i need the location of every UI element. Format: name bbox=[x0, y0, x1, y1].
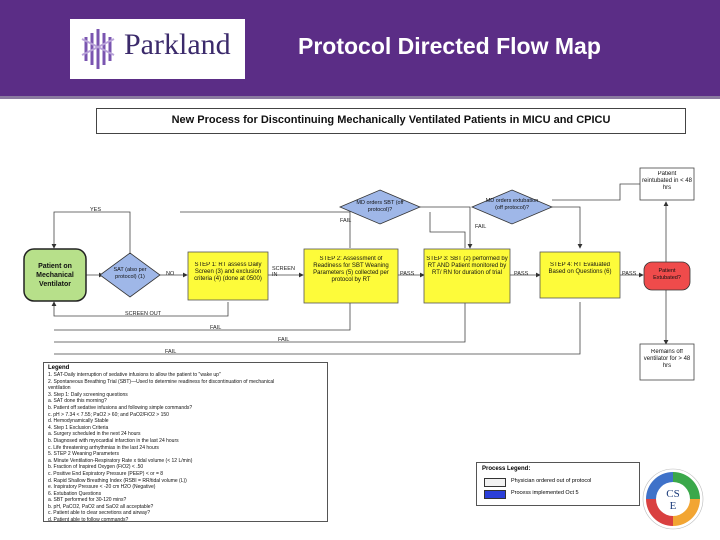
extubated-text: Patient Extubated? bbox=[653, 268, 681, 281]
connector-fail-top bbox=[180, 211, 351, 248]
swatch-implemented bbox=[484, 490, 506, 499]
reintubated-node bbox=[639, 167, 695, 201]
label-fail-3: FAIL bbox=[165, 349, 177, 355]
label-pass-3: PASS bbox=[622, 271, 637, 277]
legend-line: a. SAT done this morning? bbox=[48, 398, 107, 405]
process-legend-item-2: Process implemented Oct 5 bbox=[511, 490, 579, 496]
md-sbt-text: MD orders SBT (off protocol)? bbox=[356, 200, 404, 213]
remains-node bbox=[639, 343, 695, 381]
step1-text: STEP 1: RT assess Daily Screen (3) and e… bbox=[194, 262, 262, 282]
legend-line: d. Patient able to follow commands? bbox=[48, 517, 129, 522]
connector-screen-out bbox=[51, 301, 229, 317]
sat-text: SAT (also per protocol) (1) bbox=[113, 267, 147, 280]
svg-text:CS: CS bbox=[666, 488, 679, 500]
parkland-logo-icon bbox=[81, 29, 115, 69]
step4-text: STEP 4: RT Evaluated Based on Questions … bbox=[548, 262, 612, 275]
sat-diamond bbox=[99, 252, 161, 298]
legend-line: 1. SAT-Daily interruption of sedative in… bbox=[48, 372, 221, 378]
slide-title: Protocol Directed Flow Map bbox=[298, 33, 601, 59]
md-extub-diamond bbox=[470, 189, 554, 225]
svg-text:E: E bbox=[670, 500, 677, 512]
header-divider bbox=[0, 96, 720, 99]
legend-line: c. Life threatening arrhythmias in the l… bbox=[48, 444, 159, 451]
step2-text: STEP 2: Assessment of Readiness for SBT … bbox=[313, 256, 389, 283]
legend-line: b. Diagnosed with myocardial infarction … bbox=[48, 437, 179, 444]
label-yes: YES bbox=[90, 207, 102, 213]
parkland-logo: Parkland bbox=[70, 19, 245, 79]
legend-lines: 1. SAT-Daily interruption of sedative in… bbox=[48, 372, 323, 522]
process-title: New Process for Discontinuing Mechanical… bbox=[96, 108, 686, 134]
legend-line: 4. Step 1 Exclusion Criteria bbox=[48, 424, 109, 431]
legend-line: ventilation bbox=[48, 385, 71, 392]
step1-node bbox=[187, 251, 269, 301]
process-legend-title: Process Legend: bbox=[482, 466, 531, 472]
label-screen-out: SCREEN OUT bbox=[125, 311, 162, 317]
legend-line: 3. Step 1: Daily screening questions bbox=[48, 391, 128, 398]
legend-line: 6. Extubation Questions bbox=[48, 490, 102, 497]
md-sbt-diamond bbox=[338, 189, 422, 225]
legend-line: c. Patient able to clear secretions and … bbox=[48, 510, 150, 517]
remains-text: Remains off ventilator for > 48 hrs bbox=[643, 349, 691, 369]
reintubated-text: Patient reintubated in < 48 hrs bbox=[642, 171, 692, 191]
legend-line: a. Surgery scheduled in the next 24 hour… bbox=[48, 431, 141, 438]
label-fail-1: FAIL bbox=[210, 325, 222, 331]
legend-box: Legend 1. SAT-Daily interruption of seda… bbox=[43, 362, 328, 522]
legend-line: c. pH > 7.34 < 7.55; PaO2 > 60; and PaO2… bbox=[48, 411, 169, 418]
step4-node bbox=[539, 251, 621, 299]
process-legend: Process Legend: Physician ordered out of… bbox=[476, 462, 640, 506]
legend-title: Legend bbox=[48, 365, 70, 371]
connector-reintub-loop bbox=[552, 183, 640, 201]
legend-line: d. Rapid Shallow Breathing Index (RSBI =… bbox=[48, 477, 187, 484]
label-fail-2: FAIL bbox=[278, 337, 290, 343]
patient-node bbox=[23, 248, 87, 302]
legend-line: a. SBT performed for 30-120 mins? bbox=[48, 497, 127, 504]
connector-md-extub bbox=[552, 206, 583, 249]
extubated-node bbox=[643, 261, 691, 291]
legend-line: 2. Spontaneous Breathing Trial (SBT)—Use… bbox=[48, 378, 275, 385]
legend-line: b. Fraction of Inspired Oxygen (FiO2) < … bbox=[48, 464, 144, 471]
connector-fail-3 bbox=[54, 302, 581, 355]
legend-line: c. Positive End Expiratory Pressure (PEE… bbox=[48, 470, 164, 477]
legend-line: d. Hemodynamically Stable bbox=[48, 418, 109, 425]
label-no: NO bbox=[166, 271, 175, 277]
patient-text: Patient on Mechanical Ventilator bbox=[36, 263, 74, 288]
connector-yes-loop bbox=[51, 211, 131, 262]
cse-badge-icon: CS E bbox=[642, 468, 704, 530]
label-fail-md-extub: FAIL bbox=[475, 224, 487, 230]
step3-text: STEP 3: SBT (2) performed by RT AND Pati… bbox=[426, 256, 508, 276]
legend-line: a. Minute Ventilation-Respiratory Rate x… bbox=[48, 457, 193, 464]
legend-line: b. Patient off sedative infusions and fo… bbox=[48, 404, 193, 411]
label-screen-in: SCREEN IN bbox=[272, 266, 295, 278]
step3-node bbox=[423, 248, 511, 304]
connector-fail-top-2 bbox=[429, 212, 466, 248]
legend-line: b. pH, PaCO2, PaO2 and SaO2 all acceptab… bbox=[48, 503, 154, 510]
md-extub-text: MD orders extubation (off protocol)? bbox=[485, 198, 539, 211]
legend-line: e. Inspiratory Pressure < -20 cm H2O (Ne… bbox=[48, 484, 156, 491]
label-pass-1: PASS bbox=[400, 271, 415, 277]
label-fail-md-sbt: FAIL bbox=[340, 218, 352, 224]
swatch-physician bbox=[484, 478, 506, 487]
legend-line: 5. STEP 2 Weaning Parameters bbox=[48, 451, 119, 458]
slide-header: Parkland Protocol Directed Flow Map bbox=[0, 0, 720, 96]
connector-fail-2 bbox=[54, 302, 466, 343]
connector-fail-1 bbox=[54, 302, 351, 331]
process-legend-item-1: Physician ordered out of protocol bbox=[511, 478, 592, 484]
logo-text: Parkland bbox=[124, 28, 231, 61]
label-pass-2: PASS bbox=[514, 271, 529, 277]
step2-node bbox=[303, 248, 399, 304]
